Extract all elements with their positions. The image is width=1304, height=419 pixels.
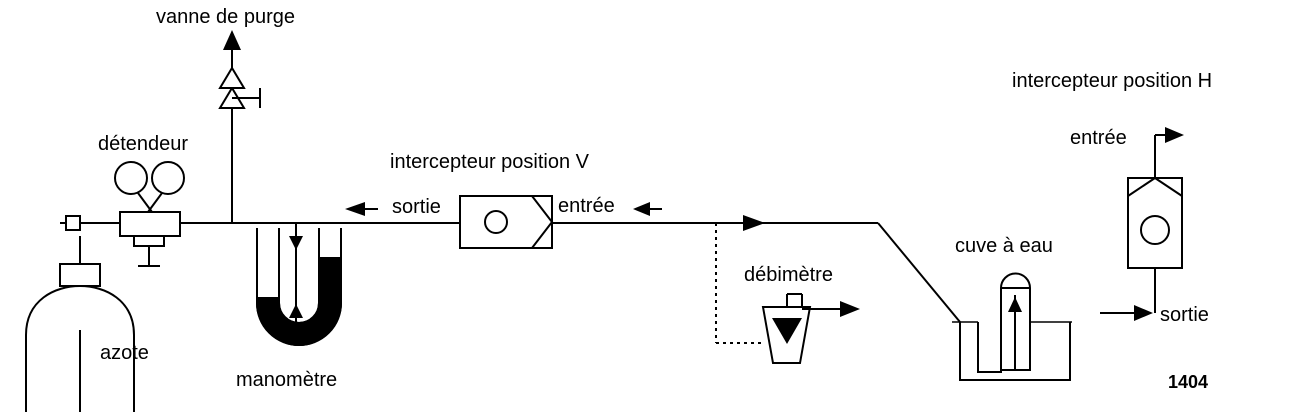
flow-arrow-left-2 [633, 202, 650, 216]
pipe-to-tank [877, 222, 961, 323]
figure-number: 1404 [1168, 372, 1209, 392]
manometer-label: manomètre [236, 369, 338, 391]
nitrogen-label: azote [100, 342, 149, 364]
interceptor-horizontal [1100, 127, 1184, 321]
nitrogen-cylinder [25, 236, 135, 412]
interceptor-v-label: intercepteur position V [390, 151, 590, 173]
flow-arrow-right [743, 215, 765, 231]
cylinder-valve [60, 215, 120, 231]
interceptor-h-label: intercepteur position H [1012, 70, 1213, 92]
flowmeter [761, 293, 860, 364]
water-tank [952, 272, 1072, 381]
regulator-label: détendeur [98, 133, 189, 155]
flowmeter-label: débimètre [744, 264, 833, 286]
flowmeter-dotted-line [715, 223, 762, 344]
inlet-h-label: entrée [1070, 127, 1127, 149]
flow-arrow-left-1 [345, 202, 365, 216]
inlet-v-label: entrée [558, 195, 615, 217]
purge-valve-branch [218, 30, 261, 223]
interceptor-vertical [459, 195, 554, 249]
water-tank-label: cuve à eau [955, 235, 1053, 257]
outlet-v-label: sortie [392, 196, 441, 218]
pressure-regulator [114, 161, 185, 267]
outlet-h-label: sortie [1160, 304, 1209, 326]
purge-valve-label: vanne de purge [156, 6, 296, 28]
u-tube-manometer [256, 223, 342, 346]
